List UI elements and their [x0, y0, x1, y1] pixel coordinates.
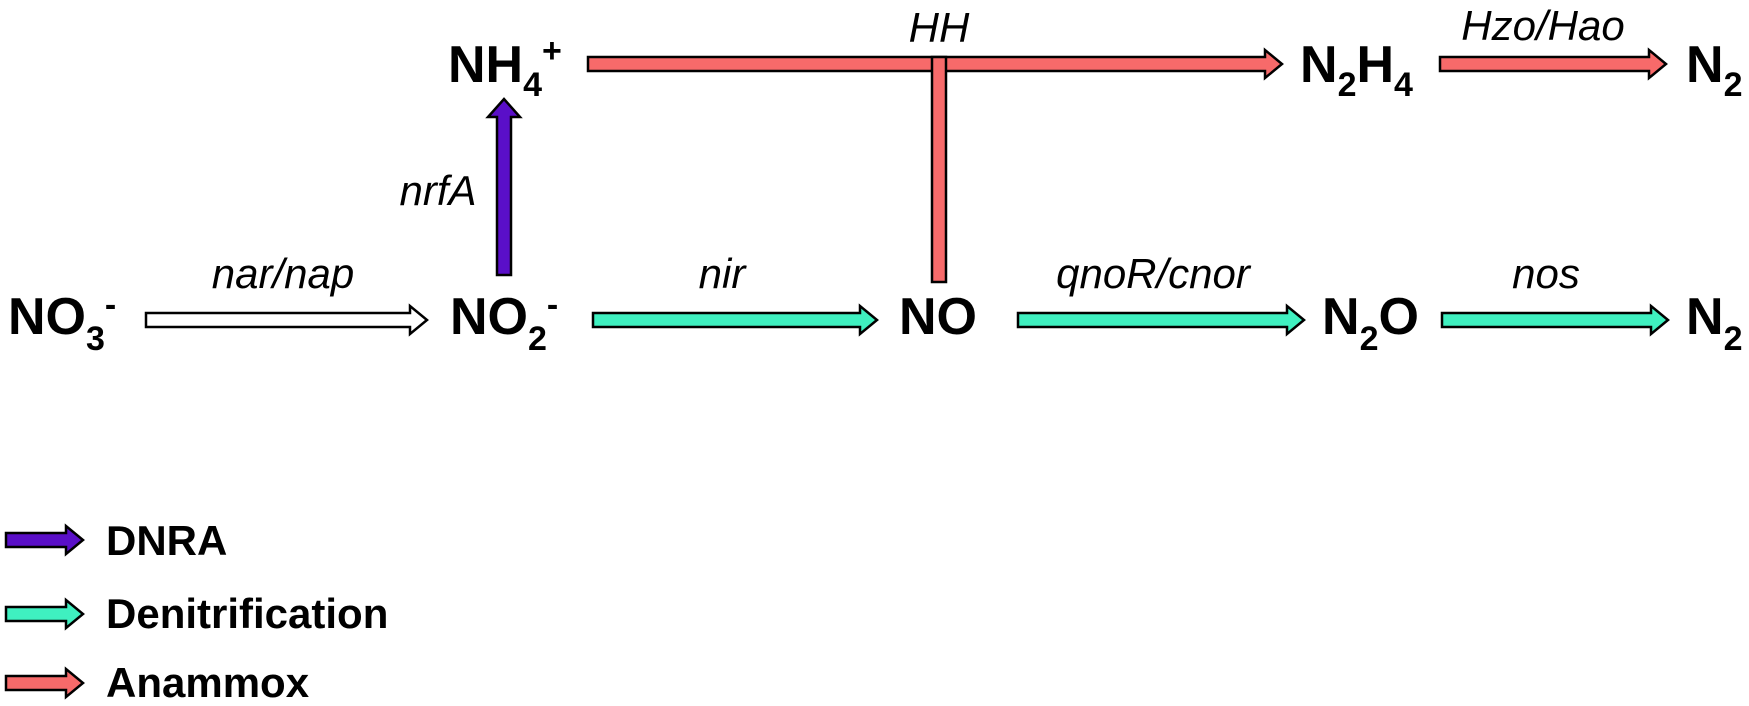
arrow-nitrite-to-nitric-oxide: [591, 303, 879, 337]
species-dinitrogen-bottom: N2: [1686, 288, 1742, 358]
species-nitrate: NO3-: [8, 286, 116, 358]
species-nitrite: NO2-: [450, 286, 558, 358]
arrow-nitric-oxide-to-nitrous-oxide: [1016, 303, 1306, 337]
legend-item-denitrification: Denitrification: [4, 590, 388, 637]
gene-label-nar-nap: nar/nap: [212, 250, 354, 297]
legend-label-denitrification: Denitrification: [106, 590, 388, 637]
gene-label-nos: nos: [1512, 250, 1580, 297]
gene-label-hzo-hao: Hzo/Hao: [1461, 2, 1624, 49]
arrow-nitrite-to-ammonium: [485, 97, 523, 277]
legend-swatch-denitrification: [4, 597, 85, 631]
species-dinitrogen-top: N2: [1686, 36, 1742, 104]
gene-label-hh: HH: [909, 4, 970, 51]
gene-label-nrfa: nrfA: [399, 167, 476, 214]
legend: DNRA Denitrification Anammox: [4, 517, 388, 706]
arrow-nitric-oxide-to-hh: [930, 55, 948, 284]
arrow-nitrous-oxide-to-dinitrogen: [1440, 303, 1670, 337]
legend-swatch-anammox: [4, 666, 85, 700]
species-hydrazine: N2H4: [1300, 36, 1413, 104]
gene-label-nir: nir: [699, 250, 748, 297]
species-ammonium: NH4+: [448, 32, 562, 104]
species-nitric-oxide: NO: [899, 288, 977, 346]
legend-label-dnra: DNRA: [106, 517, 227, 564]
legend-item-dnra: DNRA: [4, 517, 227, 564]
arrow-hydrazine-to-dinitrogen: [1438, 47, 1668, 81]
legend-item-anammox: Anammox: [4, 659, 310, 706]
species-nitrous-oxide: N2O: [1322, 288, 1419, 358]
legend-swatch-dnra: [4, 523, 85, 557]
arrow-nitrate-to-nitrite: [144, 303, 429, 337]
arrows: [144, 47, 1670, 337]
gene-label-qnor-cnor: qnoR/cnor: [1056, 250, 1252, 297]
legend-label-anammox: Anammox: [106, 659, 310, 706]
